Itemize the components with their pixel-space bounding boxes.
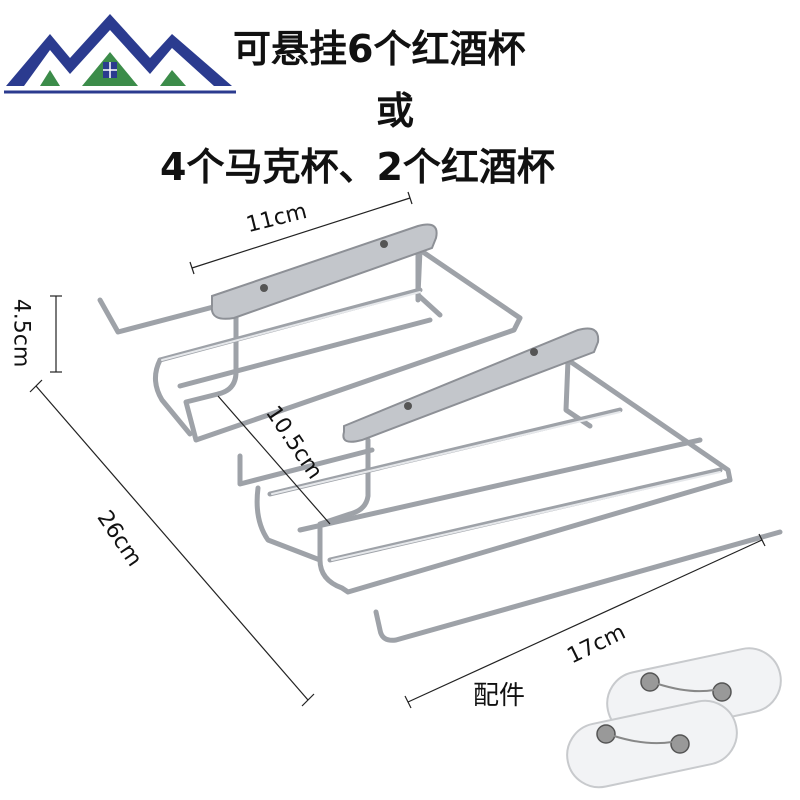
- mounting-plate-back: [210, 223, 438, 320]
- store-logo: [0, 0, 240, 104]
- headline-line-3: 4个马克杯、2个红酒杯: [160, 145, 555, 189]
- headline-line-2: 或: [376, 89, 415, 133]
- accessories-label: 配件: [473, 681, 526, 711]
- headline-line-1: 可悬挂6个红酒杯: [233, 27, 526, 71]
- accessory-hook-bottom: [566, 699, 738, 789]
- dimension-height: 4.5cm: [8, 298, 34, 368]
- mounting-plate-front: [342, 327, 600, 443]
